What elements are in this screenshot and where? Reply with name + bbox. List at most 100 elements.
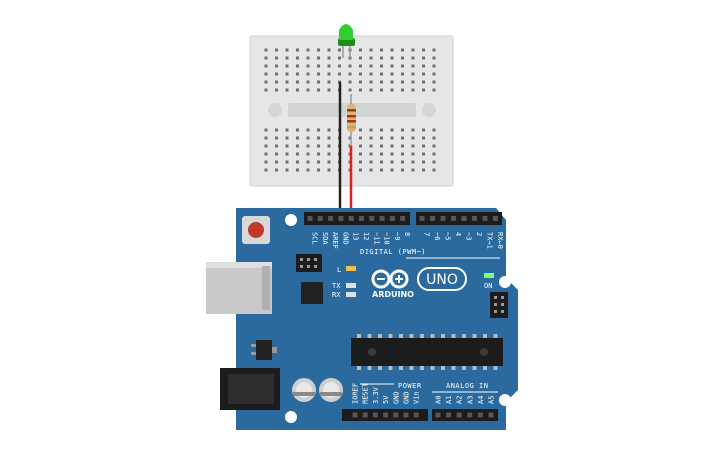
pin-socket[interactable] [317, 216, 323, 221]
led[interactable] [338, 24, 355, 58]
breadboard-hole[interactable] [359, 56, 362, 60]
breadboard-hole[interactable] [422, 72, 425, 76]
breadboard-hole[interactable] [275, 168, 278, 172]
breadboard-hole[interactable] [359, 160, 362, 164]
breadboard-hole[interactable] [296, 64, 299, 68]
breadboard-hole[interactable] [296, 56, 299, 60]
breadboard-hole[interactable] [285, 168, 289, 172]
breadboard-hole[interactable] [317, 72, 320, 76]
breadboard-hole[interactable] [264, 80, 268, 84]
breadboard-hole[interactable] [369, 160, 373, 164]
breadboard-hole[interactable] [411, 48, 415, 52]
breadboard-hole[interactable] [327, 72, 331, 76]
pin-socket[interactable] [413, 412, 419, 418]
breadboard-hole[interactable] [275, 152, 278, 156]
breadboard-hole[interactable] [275, 128, 278, 132]
breadboard-hole[interactable] [380, 144, 383, 148]
breadboard-hole[interactable] [306, 64, 310, 68]
breadboard-hole[interactable] [338, 56, 341, 60]
breadboard-hole[interactable] [432, 128, 436, 132]
breadboard-hole[interactable] [264, 160, 268, 164]
breadboard-hole[interactable] [359, 72, 362, 76]
reset-button[interactable] [242, 216, 270, 244]
breadboard-hole[interactable] [264, 88, 268, 92]
breadboard-hole[interactable] [422, 128, 425, 132]
pin-socket[interactable] [352, 412, 358, 418]
breadboard-hole[interactable] [264, 72, 268, 76]
breadboard-hole[interactable] [317, 144, 320, 148]
pin-socket[interactable] [389, 216, 395, 221]
breadboard-hole[interactable] [369, 168, 373, 172]
breadboard-hole[interactable] [275, 72, 278, 76]
pin-socket[interactable] [338, 216, 344, 221]
breadboard-hole[interactable] [411, 80, 415, 84]
breadboard-hole[interactable] [306, 80, 310, 84]
pin-socket[interactable] [328, 216, 334, 221]
breadboard-hole[interactable] [422, 136, 425, 140]
breadboard-hole[interactable] [359, 128, 362, 132]
breadboard-hole[interactable] [327, 168, 331, 172]
breadboard-hole[interactable] [317, 48, 320, 52]
breadboard-hole[interactable] [411, 128, 415, 132]
breadboard-hole[interactable] [411, 88, 415, 92]
pin-socket[interactable] [446, 412, 452, 418]
breadboard-hole[interactable] [432, 88, 436, 92]
breadboard-hole[interactable] [380, 168, 383, 172]
breadboard-hole[interactable] [390, 88, 394, 92]
power-jack[interactable] [220, 368, 280, 410]
pin-socket[interactable] [456, 412, 462, 418]
breadboard-hole[interactable] [264, 152, 268, 156]
breadboard-hole[interactable] [348, 88, 352, 92]
breadboard-hole[interactable] [264, 144, 268, 148]
breadboard-hole[interactable] [432, 144, 436, 148]
pin-socket[interactable] [369, 216, 375, 221]
breadboard-hole[interactable] [401, 88, 404, 92]
breadboard-hole[interactable] [275, 80, 278, 84]
breadboard-hole[interactable] [275, 88, 278, 92]
breadboard-hole[interactable] [380, 88, 383, 92]
breadboard-hole[interactable] [338, 64, 341, 68]
breadboard-hole[interactable] [380, 136, 383, 140]
breadboard-hole[interactable] [348, 72, 352, 76]
breadboard-hole[interactable] [369, 152, 373, 156]
breadboard-hole[interactable] [285, 160, 289, 164]
breadboard-hole[interactable] [380, 64, 383, 68]
breadboard-hole[interactable] [411, 56, 415, 60]
breadboard-hole[interactable] [264, 64, 268, 68]
breadboard-hole[interactable] [327, 88, 331, 92]
breadboard-hole[interactable] [317, 160, 320, 164]
breadboard-hole[interactable] [401, 152, 404, 156]
pin-socket[interactable] [348, 216, 354, 221]
breadboard-hole[interactable] [296, 48, 299, 52]
breadboard-hole[interactable] [348, 80, 352, 84]
breadboard-hole[interactable] [401, 56, 404, 60]
pin-socket[interactable] [440, 216, 446, 221]
breadboard-hole[interactable] [296, 72, 299, 76]
breadboard-hole[interactable] [411, 64, 415, 68]
breadboard-hole[interactable] [338, 72, 341, 76]
breadboard-hole[interactable] [264, 136, 268, 140]
breadboard-hole[interactable] [401, 144, 404, 148]
pin-socket[interactable] [362, 412, 368, 418]
breadboard-hole[interactable] [411, 136, 415, 140]
breadboard-hole[interactable] [380, 56, 383, 60]
pin-socket[interactable] [477, 412, 483, 418]
breadboard-hole[interactable] [275, 136, 278, 140]
breadboard-hole[interactable] [369, 48, 373, 52]
breadboard-hole[interactable] [327, 160, 331, 164]
breadboard-hole[interactable] [338, 48, 341, 52]
breadboard-hole[interactable] [275, 144, 278, 148]
breadboard-hole[interactable] [264, 56, 268, 60]
breadboard-hole[interactable] [296, 80, 299, 84]
breadboard-hole[interactable] [401, 80, 404, 84]
breadboard-hole[interactable] [380, 152, 383, 156]
breadboard-hole[interactable] [432, 72, 436, 76]
breadboard-hole[interactable] [390, 136, 394, 140]
breadboard-hole[interactable] [390, 168, 394, 172]
pin-socket[interactable] [379, 216, 385, 221]
digital-pin-sockets[interactable] [307, 216, 499, 221]
breadboard-hole[interactable] [327, 48, 331, 52]
breadboard-hole[interactable] [285, 48, 289, 52]
breadboard-hole[interactable] [411, 72, 415, 76]
